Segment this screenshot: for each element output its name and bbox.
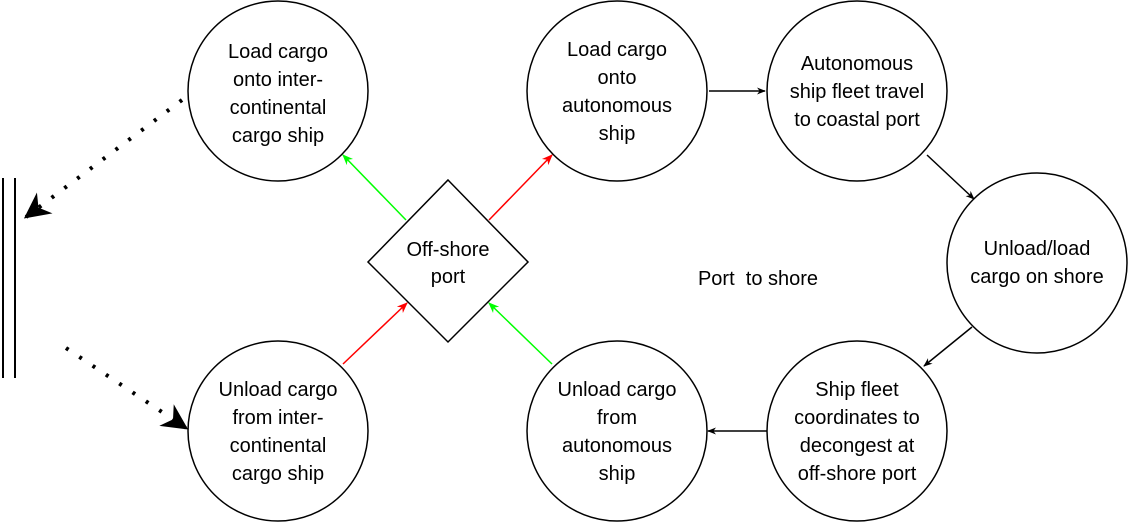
node-offshore-port-line-1: Off-shore xyxy=(407,239,490,261)
node-load-intercontinental-line-4: cargo ship xyxy=(232,125,324,147)
edge-fleet-travel-to-unload-shore xyxy=(926,154,975,200)
edge-unload-auto-to-offshore xyxy=(488,302,553,365)
edge-unload-shore-to-coordinate xyxy=(923,326,973,367)
node-fleet-travel: Autonomous ship fleet travel to coastal … xyxy=(766,0,948,182)
node-unload-autonomous: Unload cargo from autonomous ship xyxy=(526,340,708,522)
node-coordinate-line-3: decongest at xyxy=(800,435,915,457)
node-unload-intercontinental-line-4: cargo ship xyxy=(232,463,324,485)
node-load-autonomous-line-3: autonomous xyxy=(562,95,672,117)
node-load-autonomous-line-4: ship xyxy=(599,123,636,145)
edge-offshore-to-load-intercontinental xyxy=(342,154,407,221)
node-coordinate-line-1: Ship fleet xyxy=(815,379,899,401)
node-unload-autonomous-line-2: from xyxy=(597,407,637,429)
edge-unload-intercontinental-to-offshore xyxy=(342,302,408,365)
node-unload-intercontinental-line-3: continental xyxy=(230,435,327,457)
node-unload-shore: Unload/load cargo on shore xyxy=(946,172,1128,354)
node-unload-shore-line-1: Unload/load xyxy=(984,238,1091,260)
edge-offshore-to-load-auto xyxy=(488,154,553,221)
node-coordinate-line-4: off-shore port xyxy=(798,463,917,485)
node-coordinate-line-2: coordinates to xyxy=(794,407,920,429)
node-unload-shore-line-2: cargo on shore xyxy=(970,266,1103,288)
node-load-intercontinental-line-1: Load cargo xyxy=(228,41,328,63)
node-unload-intercontinental-line-2: from inter- xyxy=(232,407,323,429)
edge-bar-to-unload-intercontinental xyxy=(64,346,189,430)
node-load-autonomous-line-2: onto xyxy=(598,67,637,89)
edge-load-intercontinental-to-bar xyxy=(23,98,184,219)
node-fleet-travel-line-1: Autonomous xyxy=(801,53,913,75)
node-offshore-port: Off-shore port xyxy=(366,178,530,344)
node-unload-autonomous-line-4: ship xyxy=(599,463,636,485)
label-port-to-shore: Port to shore xyxy=(698,268,818,290)
node-unload-intercontinental: Unload cargo from inter- continental car… xyxy=(187,340,369,522)
node-unload-intercontinental-line-1: Unload cargo xyxy=(219,379,338,401)
node-coordinate: Ship fleet coordinates to decongest at o… xyxy=(766,340,948,522)
node-load-intercontinental: Load cargo onto inter- continental cargo… xyxy=(187,0,369,182)
node-fleet-travel-line-2: ship fleet travel xyxy=(790,81,925,103)
node-fleet-travel-line-3: to coastal port xyxy=(794,109,920,131)
node-unload-autonomous-line-3: autonomous xyxy=(562,435,672,457)
node-unload-autonomous-line-1: Unload cargo xyxy=(558,379,677,401)
node-offshore-port-line-2: port xyxy=(431,266,466,288)
node-load-autonomous-line-1: Load cargo xyxy=(567,39,667,61)
node-load-autonomous: Load cargo onto autonomous ship xyxy=(526,0,708,182)
node-load-intercontinental-line-3: continental xyxy=(230,97,327,119)
node-load-intercontinental-line-2: onto inter- xyxy=(233,69,323,91)
